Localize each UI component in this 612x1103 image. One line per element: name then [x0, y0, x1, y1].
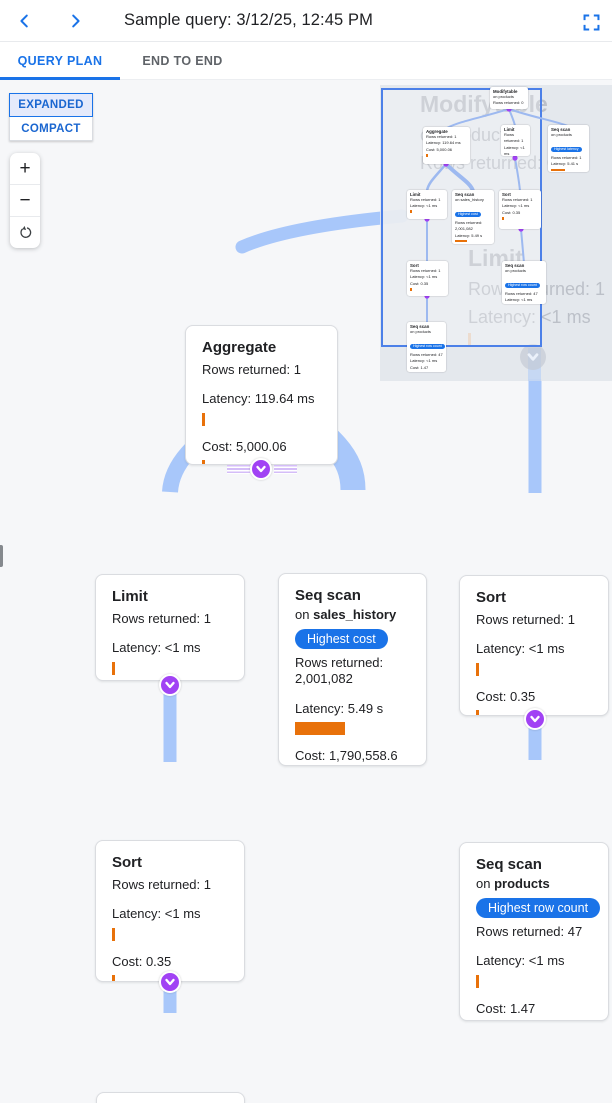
- cost-bar: [202, 459, 205, 464]
- chevron-right-icon: [72, 14, 80, 27]
- node-latency: Latency: 5.49 s: [295, 700, 384, 716]
- latency-bar: [112, 927, 115, 941]
- node-latency: Latency: <1 ms: [112, 640, 201, 656]
- latency-bar: [295, 721, 345, 735]
- zoom-reset-button[interactable]: [10, 216, 40, 248]
- node-table: on products: [476, 876, 550, 891]
- node-rows: Rows returned: 1: [112, 611, 211, 626]
- node-cost: Cost: 1.47: [476, 1000, 536, 1016]
- node-rows: Rows returned: 2,001,082: [295, 655, 384, 687]
- highest-row-count-badge: Highest row count: [476, 898, 601, 918]
- tab-end-to-end-label: END TO END: [142, 54, 223, 68]
- minimap-node-sort-2: Sort Rows returned: 1 Latency: <1 ms Cos…: [407, 261, 448, 296]
- plan-node-seq-scan-products-bottom[interactable]: Seq scan on products Highest row count R…: [96, 1092, 245, 1103]
- chevron-down-icon: [530, 715, 540, 723]
- minimap-edges: [424, 106, 569, 324]
- reset-view-icon: [19, 225, 31, 238]
- node-title: Seq scan: [476, 856, 542, 873]
- node-rows: Rows returned: 47: [476, 924, 583, 939]
- chevron-left-icon: [20, 14, 28, 27]
- chevron-down-icon: [165, 978, 175, 986]
- previous-query-button[interactable]: [8, 4, 42, 38]
- zoom-controls: + −: [10, 153, 40, 248]
- ghost-collapse-button: [520, 344, 546, 370]
- zoom-out-button[interactable]: −: [10, 184, 40, 216]
- latency-bar: [476, 662, 479, 676]
- chevron-down-icon: [527, 353, 539, 361]
- collapse-button-sort-right[interactable]: [524, 708, 546, 730]
- collapse-button-aggregate[interactable]: [250, 458, 272, 480]
- fullscreen-button[interactable]: [578, 9, 604, 35]
- minimap-node-sort-1: Sort Rows returned: 1 Latency: <1 ms Cos…: [499, 190, 541, 229]
- active-tab-underline: [0, 77, 120, 80]
- plan-node-sort-right[interactable]: Sort Rows returned: 1 Latency: <1 ms Cos…: [459, 575, 609, 716]
- plan-node-limit[interactable]: Limit Rows returned: 1 Latency: <1 ms: [95, 574, 245, 681]
- node-cost: Cost: 0.35: [112, 953, 172, 969]
- node-latency: Latency: <1 ms: [112, 906, 201, 922]
- minimap-node-seq-scan-rows-2: Seq scan on products Highest row count R…: [407, 322, 446, 372]
- node-title: Seq scan: [295, 587, 361, 604]
- node-latency: Latency: <1 ms: [476, 953, 565, 969]
- latency-bar: [476, 974, 479, 988]
- zoom-in-button[interactable]: +: [19, 157, 31, 179]
- plan-node-sort-left[interactable]: Sort Rows returned: 1 Latency: <1 ms Cos…: [95, 840, 245, 982]
- tab-bar: QUERY PLAN END TO END: [0, 42, 612, 80]
- tab-query-plan-label: QUERY PLAN: [17, 54, 103, 68]
- minimap-node-seq-scan-cost: Seq scan on sales_history Highest cost R…: [452, 190, 494, 244]
- plan-node-seq-scan-products-right[interactable]: Seq scan on products Highest row count R…: [459, 842, 609, 1021]
- chevron-down-icon: [256, 465, 266, 473]
- node-cost: Cost: 0.35: [476, 688, 536, 704]
- node-title: Aggregate: [202, 339, 277, 356]
- node-title: Limit: [112, 588, 148, 605]
- panel-resize-handle[interactable]: [0, 545, 3, 567]
- collapsed-edges-stripes: [227, 465, 250, 474]
- node-rows: Rows returned: 1: [202, 362, 301, 377]
- minimap[interactable]: Modifytable on products Rows returned: 0…: [380, 85, 612, 381]
- plan-node-seq-scan-sales-history[interactable]: Seq scan on sales_history Highest cost R…: [278, 573, 427, 766]
- minimap-node-limit-2: Limit Rows returned: 1 Latency: <1 ms: [407, 190, 447, 219]
- node-title: Sort: [476, 589, 506, 606]
- page-title: Sample query: 3/12/25, 12:45 PM: [124, 11, 373, 29]
- node-cost: Cost: 1,790,558.6: [295, 747, 398, 763]
- minimap-node-seq-scan-rows-1: Seq scan on products Highest row count R…: [502, 261, 546, 304]
- node-latency: Latency: <1 ms: [476, 641, 565, 657]
- minimap-node-aggregate: Aggregate Rows returned: 1 Latency: 119.…: [423, 127, 470, 164]
- highest-cost-badge: Highest cost: [295, 629, 388, 649]
- tab-query-plan[interactable]: QUERY PLAN: [0, 42, 120, 80]
- node-table: on sales_history: [295, 607, 397, 622]
- cost-bar: [112, 974, 115, 981]
- chevron-down-icon: [165, 681, 175, 689]
- collapse-button-sort-left[interactable]: [159, 971, 181, 993]
- minimap-node-seq-scan-latency: Seq scan on products Highest latency Row…: [548, 125, 589, 172]
- expanded-button[interactable]: EXPANDED: [9, 93, 93, 117]
- node-rows: Rows returned: 1: [476, 612, 575, 627]
- node-title: Sort: [112, 854, 142, 871]
- latency-bar: [112, 661, 115, 675]
- view-mode-toggle: EXPANDED COMPACT: [9, 93, 93, 141]
- collapse-button-limit[interactable]: [159, 674, 181, 696]
- minimap-node-limit: Limit Rows returned: 1 Latency: <1 ms: [501, 125, 530, 156]
- cost-bar: [476, 709, 479, 715]
- header: Sample query: 3/12/25, 12:45 PM: [0, 0, 612, 42]
- fullscreen-icon: [583, 14, 599, 30]
- minimap-node-modifytable: Modifytable on products Rows returned: 0: [490, 87, 528, 109]
- collapsed-edges-stripes: [274, 465, 297, 474]
- compact-button[interactable]: COMPACT: [9, 117, 93, 141]
- node-cost: Cost: 5,000.06: [202, 438, 287, 454]
- latency-bar: [202, 412, 205, 426]
- tab-end-to-end[interactable]: END TO END: [120, 42, 245, 80]
- plan-node-aggregate[interactable]: Aggregate Rows returned: 1 Latency: 119.…: [185, 325, 338, 465]
- next-query-button[interactable]: [58, 4, 92, 38]
- node-rows: Rows returned: 1: [112, 877, 211, 892]
- node-latency: Latency: 119.64 ms: [202, 391, 315, 407]
